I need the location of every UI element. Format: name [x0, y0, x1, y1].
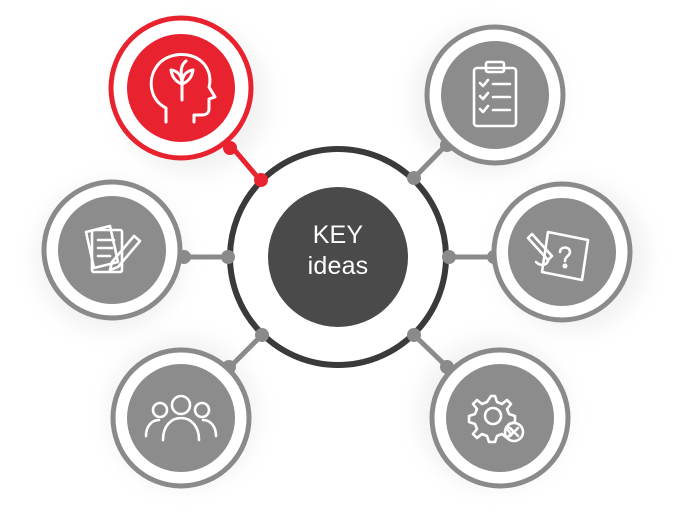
node-bottom-left — [110, 347, 252, 489]
node-bottom-right — [429, 347, 571, 489]
node-mid-right — [491, 181, 633, 323]
gear-x-icon — [467, 394, 525, 444]
dot-top-left-inner — [254, 173, 268, 187]
clipboard-checklist-icon — [472, 60, 518, 128]
documents-pen-icon — [84, 224, 142, 274]
node-mid-left — [41, 179, 183, 321]
center-label: KEY ideas — [270, 220, 406, 282]
dot-top-left-outer — [223, 141, 237, 155]
dot-top-right-inner — [407, 171, 421, 185]
dot-mid-left-inner — [221, 250, 235, 264]
dot-mid-right-inner — [442, 250, 456, 264]
head-with-plant-icon — [149, 53, 217, 124]
node-top-right — [424, 24, 566, 166]
hand-pencil-question-icon — [526, 230, 590, 282]
center-disc — [268, 187, 408, 327]
node-top-left — [108, 15, 254, 161]
dot-bottom-right-inner — [407, 328, 421, 342]
people-group-icon — [144, 394, 218, 442]
dot-bottom-left-inner — [255, 328, 269, 342]
center-label-line2: ideas — [307, 252, 369, 280]
center-label-line1: KEY — [312, 221, 364, 249]
